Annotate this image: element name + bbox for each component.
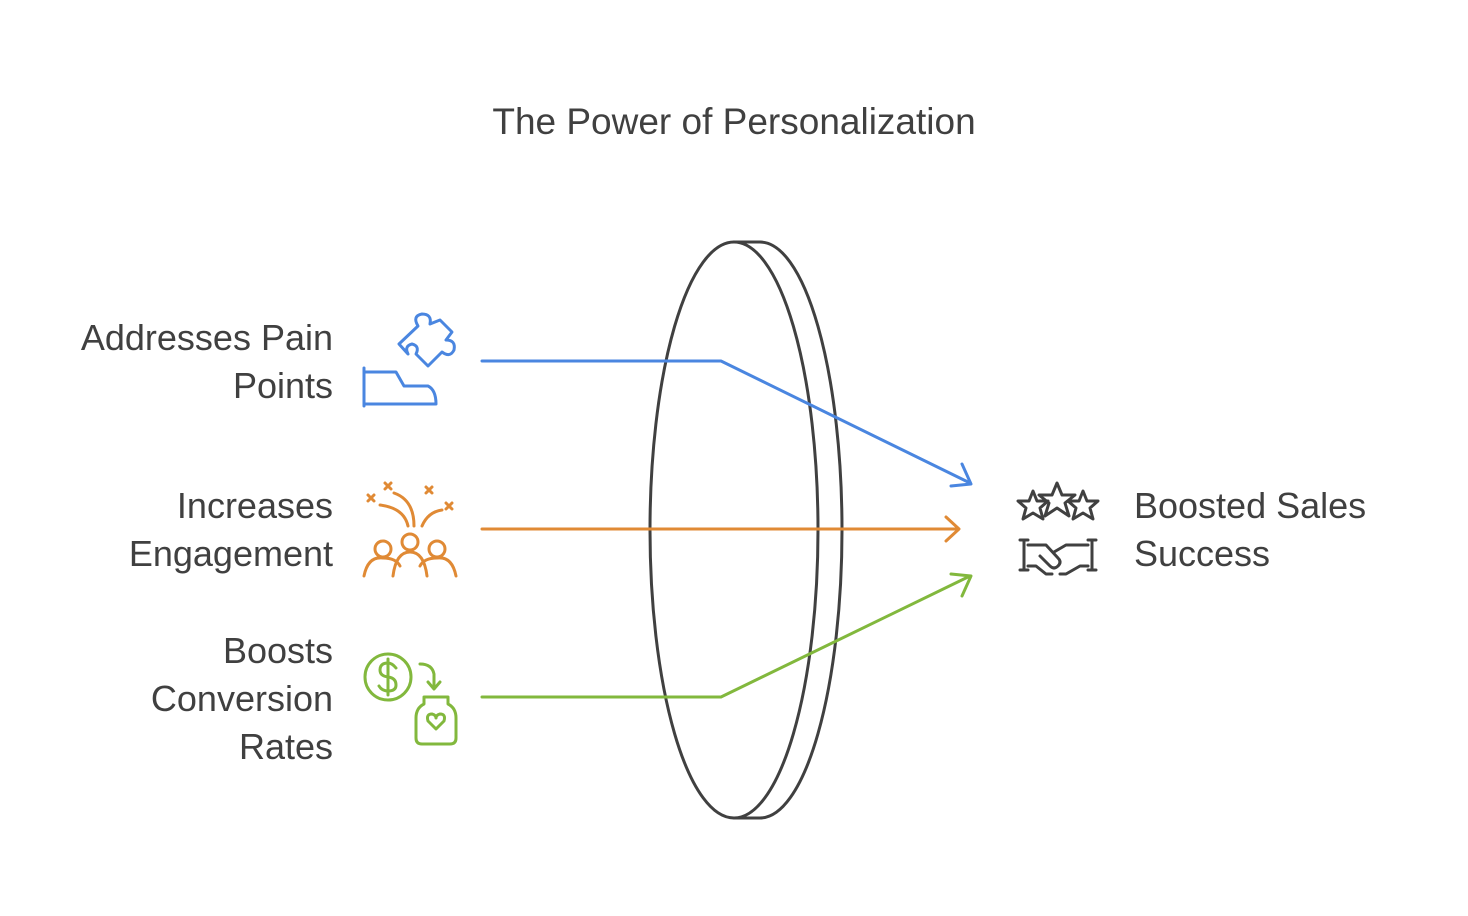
input-label-engagement-line-1: Increases [176, 485, 333, 526]
hand-puzzle-icon [362, 312, 456, 408]
arrow-conversion-head [949, 572, 973, 598]
celebrating-crowd-icon [362, 481, 458, 578]
arrow-pain-points [480, 359, 973, 488]
output-label-line-2: Success [1134, 533, 1271, 574]
arrow-engagement-head [944, 515, 961, 543]
arrow-engagement [480, 515, 961, 543]
stars-handshake-icon [1016, 481, 1100, 576]
input-label-engagement: Increases Engagement [13, 482, 333, 578]
arrow-conversion [480, 572, 973, 699]
money-to-heart-jar-icon [363, 652, 458, 746]
input-label-conversion: Boosts Conversion Rates [13, 627, 333, 771]
arrow-pain-points-line [480, 359, 972, 485]
input-label-conversion-line-1: Boosts [222, 630, 333, 671]
input-label-engagement-line-2: Engagement [128, 533, 333, 574]
input-label-pain-points: Addresses Pain Points [13, 314, 333, 410]
arrow-conversion-line [480, 574, 972, 699]
output-label-boosted-sales: Boosted Sales Success [1134, 482, 1454, 578]
output-label-line-1: Boosted Sales [1134, 485, 1367, 526]
input-label-pain-points-line-2: Points [232, 365, 333, 406]
diagram-title: The Power of Personalization [492, 101, 976, 142]
input-label-conversion-line-3: Rates [238, 726, 333, 767]
input-label-conversion-line-2: Conversion [150, 678, 333, 719]
arrow-pain-points-head [949, 462, 973, 488]
input-label-pain-points-line-1: Addresses Pain [80, 317, 333, 358]
